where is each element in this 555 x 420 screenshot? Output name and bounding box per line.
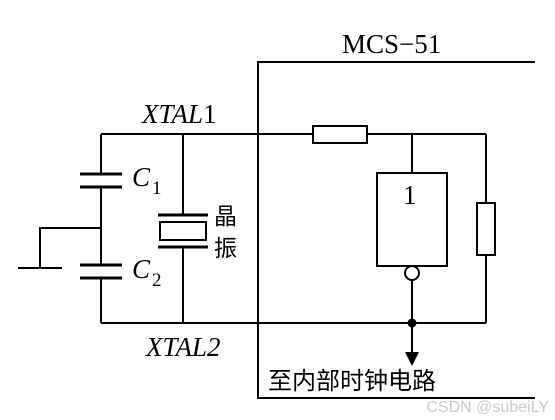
xtal2-label: XTAL2 [145,332,221,362]
wires [39,133,487,355]
capacitor-c1 [80,172,122,189]
crystal-symbol [158,213,208,249]
output-label: 至内部时钟电路 [268,367,436,395]
output-arrow [405,352,419,366]
inverter-label: 1 [403,180,417,210]
crystal-label-line2: 振 [214,236,237,262]
capacitor-c2 [80,263,122,280]
xtal1-label: XTAL1 [141,99,217,129]
watermark-text: CSDN @subeiLY [426,399,549,416]
crystal-label-line1: 晶 [214,204,237,230]
inverter-bubble [404,265,420,281]
feedback-resistor [476,202,496,256]
junction-dot [407,318,417,328]
input-resistor [312,125,368,144]
chip-label: MCS−51 [342,29,441,59]
mcs51-chip-outline [257,61,535,399]
